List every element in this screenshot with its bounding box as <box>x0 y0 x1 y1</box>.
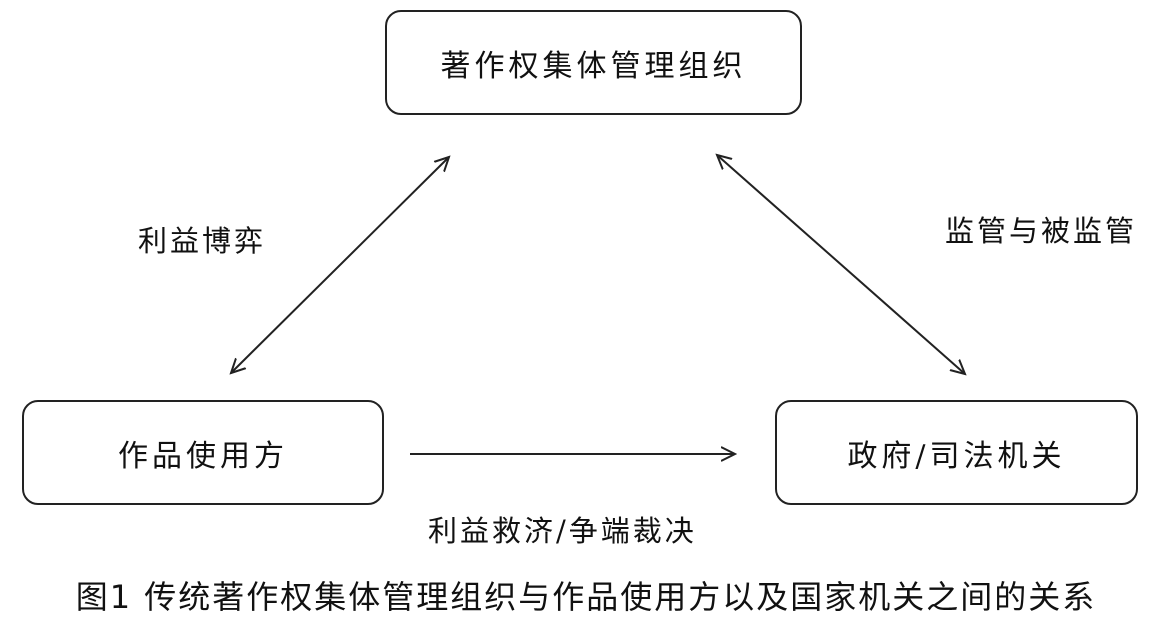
edge-label-remedy-adjudication: 利益救济/争端裁决 <box>428 514 697 548</box>
bidirectional-arrow-left <box>231 157 449 373</box>
bidirectional-arrow-right <box>717 155 965 374</box>
node-government-judicial: 政府/司法机关 <box>775 400 1138 505</box>
edge-label-supervision: 监管与被监管 <box>945 214 1138 248</box>
node-left-label: 作品使用方 <box>118 438 288 474</box>
figure-caption: 图1 传统著作权集体管理组织与作品使用方以及国家机关之间的关系 <box>75 578 1097 616</box>
edge-label-interest-game: 利益博弈 <box>138 224 267 258</box>
node-right-label: 政府/司法机关 <box>847 438 1066 474</box>
node-work-users: 作品使用方 <box>22 400 384 505</box>
node-top-label: 著作权集体管理组织 <box>440 48 747 84</box>
node-copyright-collective-organization: 著作权集体管理组织 <box>385 10 802 115</box>
